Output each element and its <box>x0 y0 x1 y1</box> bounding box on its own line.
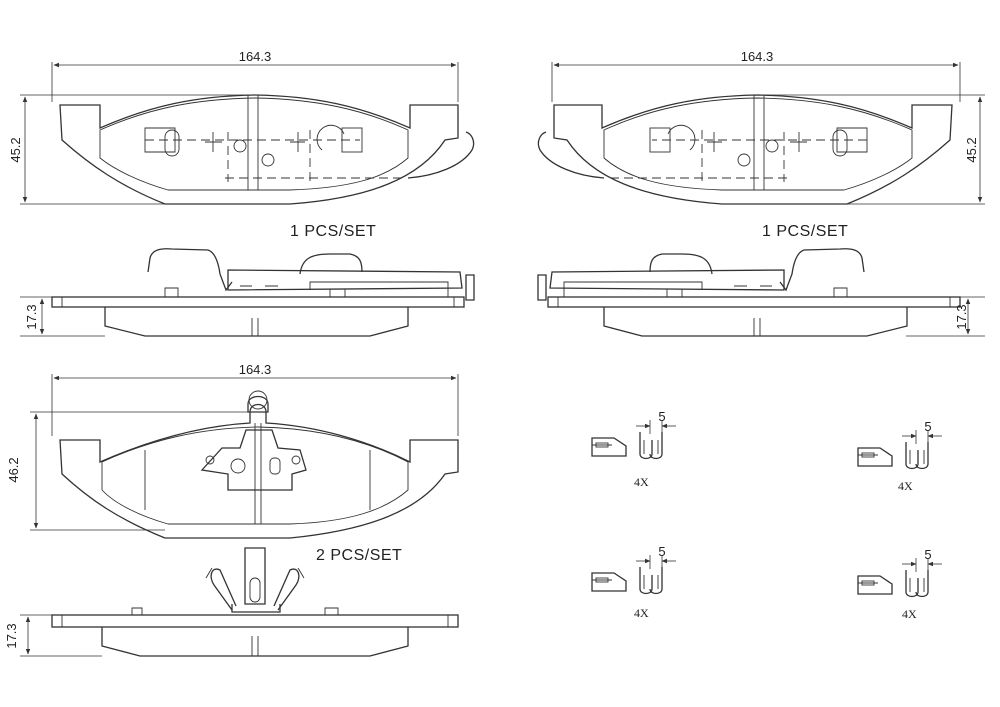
clip-quantity: 4X <box>898 479 913 493</box>
clip-quantity: 4X <box>634 475 649 489</box>
clip-quantity: 4X <box>634 606 649 620</box>
clip-3: 5 4X <box>591 544 676 620</box>
thickness-label: 17.3 <box>24 304 39 329</box>
clip-1: 5 4X <box>591 409 676 489</box>
quantity-label: 1 PCS/SET <box>290 223 376 240</box>
width-label: 164.3 <box>741 49 774 64</box>
pad-top-left: 164.3 45.2 1 PCS/SET 17.3 <box>8 49 475 337</box>
clip-dimension: 5 <box>658 544 665 559</box>
height-label: 46.2 <box>6 457 21 482</box>
height-label: 45.2 <box>8 137 23 162</box>
width-label: 164.3 <box>239 362 272 377</box>
quantity-label: 2 PCS/SET <box>316 547 402 564</box>
width-label: 164.3 <box>239 49 272 64</box>
thickness-label: 17.3 <box>4 623 19 648</box>
pad-bottom: 164.3 46.2 2 PCS/SET 17.3 <box>4 362 459 657</box>
thickness-label: 17.3 <box>954 304 969 329</box>
clip-dimension: 5 <box>658 409 665 424</box>
clip-dimension: 5 <box>924 547 931 562</box>
height-label: 45.2 <box>964 137 979 162</box>
pad-top-right: 164.3 45.2 1 PCS/SET 17.3 <box>537 49 985 337</box>
quantity-label: 1 PCS/SET <box>762 223 848 240</box>
clip-quantity: 4X <box>902 607 917 621</box>
clip-dimension: 5 <box>924 419 931 434</box>
clip-2: 5 4X <box>857 419 942 493</box>
clip-4: 5 4X <box>857 547 942 621</box>
